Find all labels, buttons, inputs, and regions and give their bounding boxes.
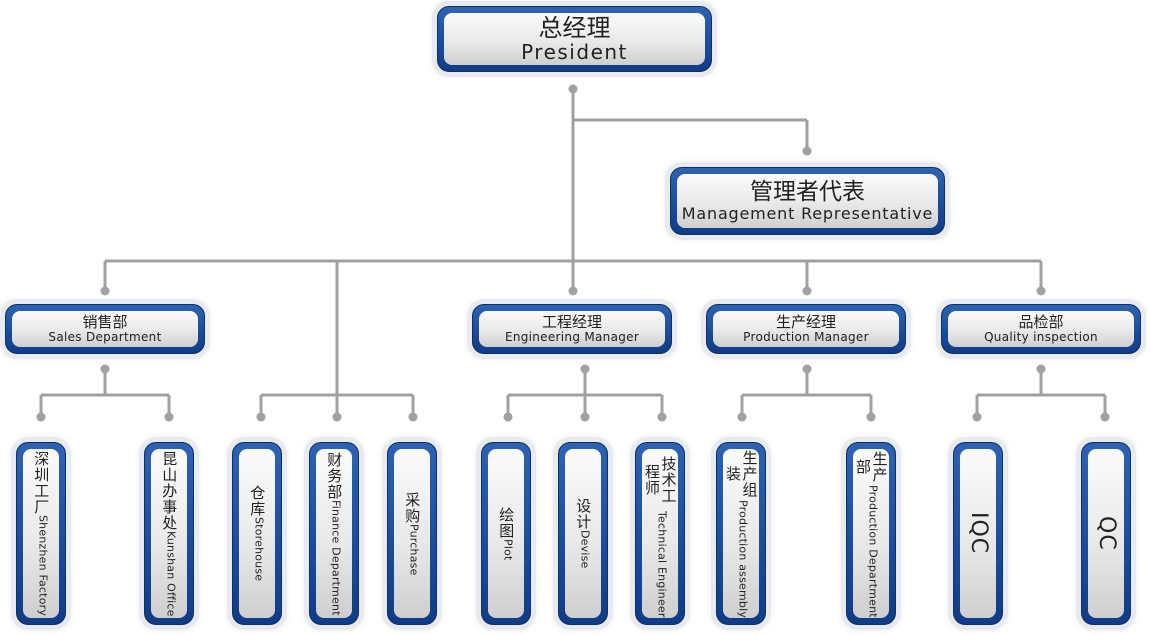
connector-dot-7	[100, 364, 110, 374]
connector-dot-15	[657, 412, 667, 422]
node-purchase: 采购 Purchase	[387, 442, 437, 625]
connector-dot-5	[1036, 286, 1046, 296]
node-finance-department: 财务部 Finance Department	[309, 442, 359, 625]
node-engineering-manager-cn: 工程经理	[541, 313, 602, 332]
node-management-representative-cn: 管理者代表	[750, 178, 865, 205]
node-quality-inspection-cn: 品检部	[1018, 313, 1064, 332]
node-qc-label: QC	[1094, 516, 1120, 551]
node-kunshan-office-cn: 昆山办事处	[160, 450, 179, 531]
node-storehouse: 仓库 Storehouse	[232, 442, 282, 625]
node-iqc: IQC	[953, 442, 1003, 625]
node-production-manager-cn: 生产经理	[775, 313, 836, 332]
node-production-department-en: Production Department	[866, 485, 880, 618]
node-management-representative: 管理者代表 Management Representative	[670, 167, 945, 235]
node-shenzhen-factory-cn: 深圳工厂	[32, 450, 51, 515]
node-technical-engineer-cn: 技术工程师	[643, 456, 678, 505]
node-iqc-label: IQC	[966, 512, 992, 555]
node-finance-department-cn: 财务部	[325, 451, 344, 500]
node-technical-engineer: 技术工程师 Technical Engineer	[635, 442, 685, 625]
connector-dot-11	[408, 412, 418, 422]
connector-dot-6	[332, 412, 342, 422]
node-kunshan-office-en: Kunshan Office	[164, 530, 178, 617]
node-storehouse-cn: 仓库	[248, 485, 267, 518]
connector-dot-12	[580, 364, 590, 374]
connector-dot-0	[568, 84, 578, 94]
connector-dot-18	[866, 412, 876, 422]
node-shenzhen-factory-en: Shenzhen Factory	[36, 514, 50, 617]
connector-dot-8	[36, 412, 46, 422]
node-president: 总经理 President	[437, 6, 712, 72]
node-engineering-manager: 工程经理 Engineering Manager	[472, 304, 672, 354]
node-devise-en: Devise	[578, 530, 592, 569]
node-kunshan-office: 昆山办事处 Kunshan Office	[144, 442, 194, 625]
node-production-department-cn: 生产部	[854, 451, 889, 484]
node-production-assembly-cn: 生产组装	[724, 450, 759, 499]
node-engineering-manager-en: Engineering Manager	[504, 329, 640, 344]
connector-dot-20	[972, 412, 982, 422]
connector-dot-2	[100, 286, 110, 296]
node-sales-department: 销售部 Sales Department	[5, 304, 205, 354]
node-purchase-en: Purchase	[407, 523, 421, 576]
node-production-manager: 生产经理 Production Manager	[706, 304, 906, 354]
node-plot: 绘图 Plot	[481, 442, 531, 625]
node-plot-en: Plot	[501, 538, 515, 561]
node-quality-inspection-en: Quality inspection	[984, 329, 1098, 344]
connector-dot-21	[1100, 412, 1110, 422]
node-qc: QC	[1081, 442, 1131, 625]
connector-dot-14	[503, 412, 513, 422]
connector-dot-4	[802, 286, 812, 296]
node-management-representative-en: Management Representative	[681, 203, 934, 223]
node-production-assembly: 生产组装 Production assembly	[716, 442, 766, 625]
node-purchase-cn: 采购	[403, 491, 422, 524]
node-production-department: 生产部 Production Department	[846, 442, 896, 625]
node-devise-cn: 设计	[574, 498, 593, 531]
node-production-manager-en: Production Manager	[743, 329, 869, 344]
connector-dot-17	[737, 412, 747, 422]
node-sales-department-cn: 销售部	[82, 313, 128, 332]
node-production-assembly-en: Production assembly	[736, 499, 750, 618]
connector-dot-9	[164, 412, 174, 422]
node-plot-cn: 绘图	[497, 506, 516, 539]
node-shenzhen-factory: 深圳工厂 Shenzhen Factory	[16, 442, 66, 625]
node-storehouse-en: Storehouse	[252, 517, 266, 582]
node-technical-engineer-en: Technical Engineer	[655, 511, 669, 618]
connector-dot-10	[256, 412, 266, 422]
node-president-en: President	[521, 40, 628, 65]
connector-dot-1	[802, 146, 812, 156]
connector-dot-13	[580, 412, 590, 422]
node-president-cn: 总经理	[538, 13, 611, 42]
connector-dot-16	[802, 364, 812, 374]
node-finance-department-en: Finance Department	[329, 499, 343, 616]
node-quality-inspection: 品检部 Quality inspection	[941, 304, 1141, 354]
connector-dot-3	[568, 286, 578, 296]
node-devise: 设计 Devise	[558, 442, 608, 625]
node-sales-department-en: Sales Department	[48, 329, 162, 344]
connector-dot-19	[1036, 364, 1046, 374]
